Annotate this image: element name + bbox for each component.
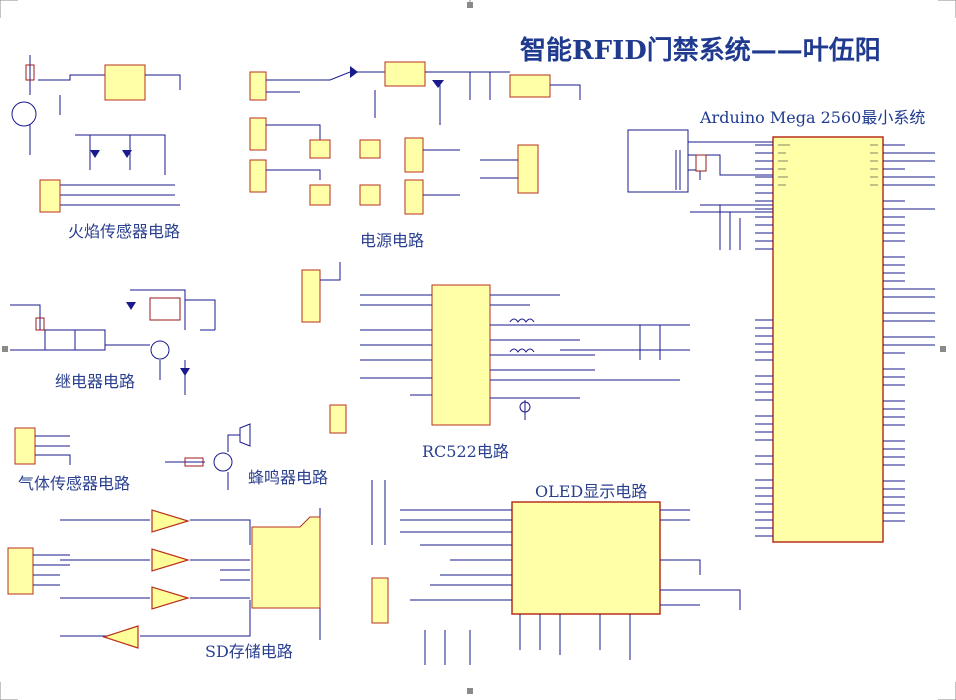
relay-section-label: 继电器电路 <box>55 372 136 391</box>
mcu-chip <box>627 129 935 543</box>
flame-sensor-circuit <box>11 55 181 213</box>
flame-section-label: 火焰传感器电路 <box>68 222 181 241</box>
power-circuit <box>249 61 581 215</box>
oled-section-label: OLED显示电路 <box>535 482 648 501</box>
gas-sensor-circuit <box>14 427 71 465</box>
oled-circuit <box>371 480 741 665</box>
mcu-section-label: Arduino Mega 2560最小系统 <box>700 108 926 127</box>
power-section-label: 电源电路 <box>360 231 425 250</box>
page-title: 智能RFID门禁系统——叶伍阳 <box>520 36 881 66</box>
relay-circuit <box>10 289 216 395</box>
gas-section-label: 气体传感器电路 <box>18 474 131 493</box>
rc522-section-label: RC522电路 <box>422 442 509 461</box>
sd-section-label: SD存储电路 <box>205 642 293 661</box>
buzzer-section-label: 蜂鸣器电路 <box>248 468 329 487</box>
buzzer-circuit <box>165 423 251 490</box>
sd-circuit <box>7 508 321 649</box>
rc522-circuit <box>301 262 690 434</box>
